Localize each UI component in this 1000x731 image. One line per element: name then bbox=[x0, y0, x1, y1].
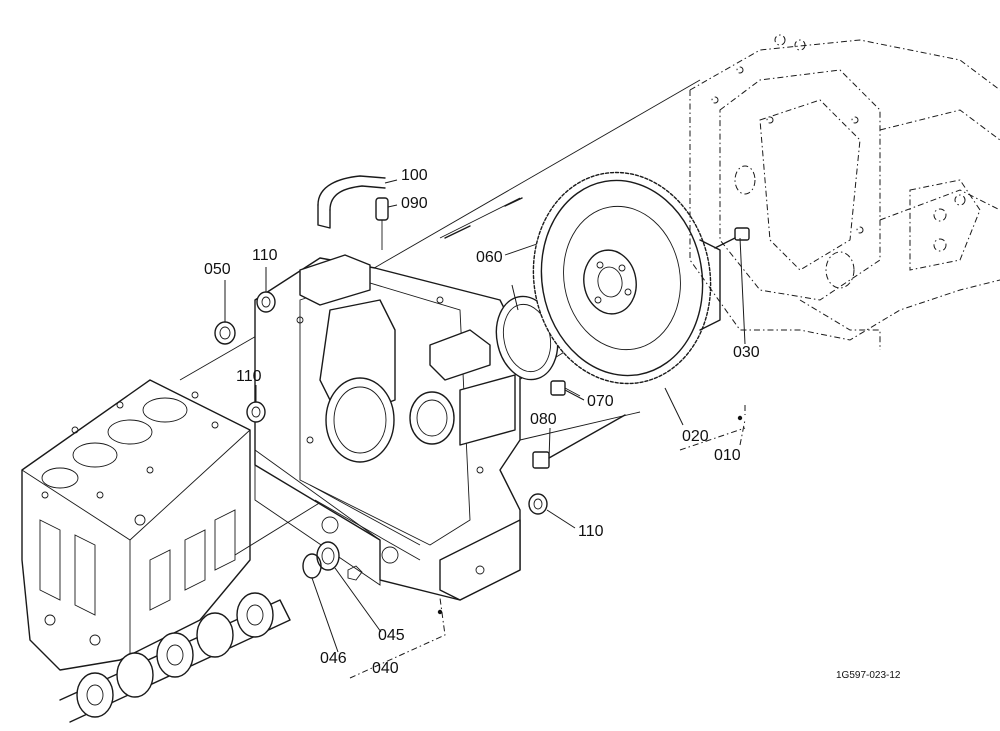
bolt-070 bbox=[550, 380, 581, 397]
bolt-080 bbox=[532, 414, 626, 469]
label-110-left: 110 bbox=[236, 368, 262, 385]
plug-050 bbox=[214, 321, 236, 345]
label-050: 050 bbox=[204, 261, 231, 278]
reference-code: 1G597-023-12 bbox=[836, 670, 901, 681]
label-060: 060 bbox=[476, 249, 503, 266]
plug-110-top bbox=[256, 291, 276, 313]
bolt-030 bbox=[714, 227, 750, 249]
label-045: 045 bbox=[378, 627, 405, 644]
label-100: 100 bbox=[401, 167, 428, 184]
label-090: 090 bbox=[401, 195, 428, 212]
crankshaft bbox=[59, 592, 291, 723]
leader-lines bbox=[224, 179, 746, 679]
flywheel-020 bbox=[532, 171, 721, 385]
label-110-right: 110 bbox=[578, 523, 604, 540]
plug-110-left bbox=[246, 401, 266, 423]
plug-110-right bbox=[528, 493, 548, 515]
part-labels: 100 090 110 050 060 110 070 080 110 030 … bbox=[204, 167, 901, 681]
label-020: 020 bbox=[682, 428, 709, 445]
label-046: 046 bbox=[320, 650, 347, 667]
label-070: 070 bbox=[587, 393, 614, 410]
label-110-top: 110 bbox=[252, 247, 278, 264]
label-080: 080 bbox=[530, 411, 557, 428]
breather-hose-100 bbox=[317, 175, 386, 229]
engine-block bbox=[21, 379, 251, 671]
gear-case-housing bbox=[254, 254, 521, 601]
label-010: 010 bbox=[714, 447, 741, 464]
nut-small bbox=[347, 565, 363, 581]
label-040: 040 bbox=[372, 660, 399, 677]
transmission-housing bbox=[689, 34, 1000, 350]
label-030: 030 bbox=[733, 344, 760, 361]
snap-ring-046 bbox=[302, 553, 322, 579]
stud-bolts bbox=[444, 197, 523, 239]
hose-clip-090 bbox=[375, 197, 389, 250]
